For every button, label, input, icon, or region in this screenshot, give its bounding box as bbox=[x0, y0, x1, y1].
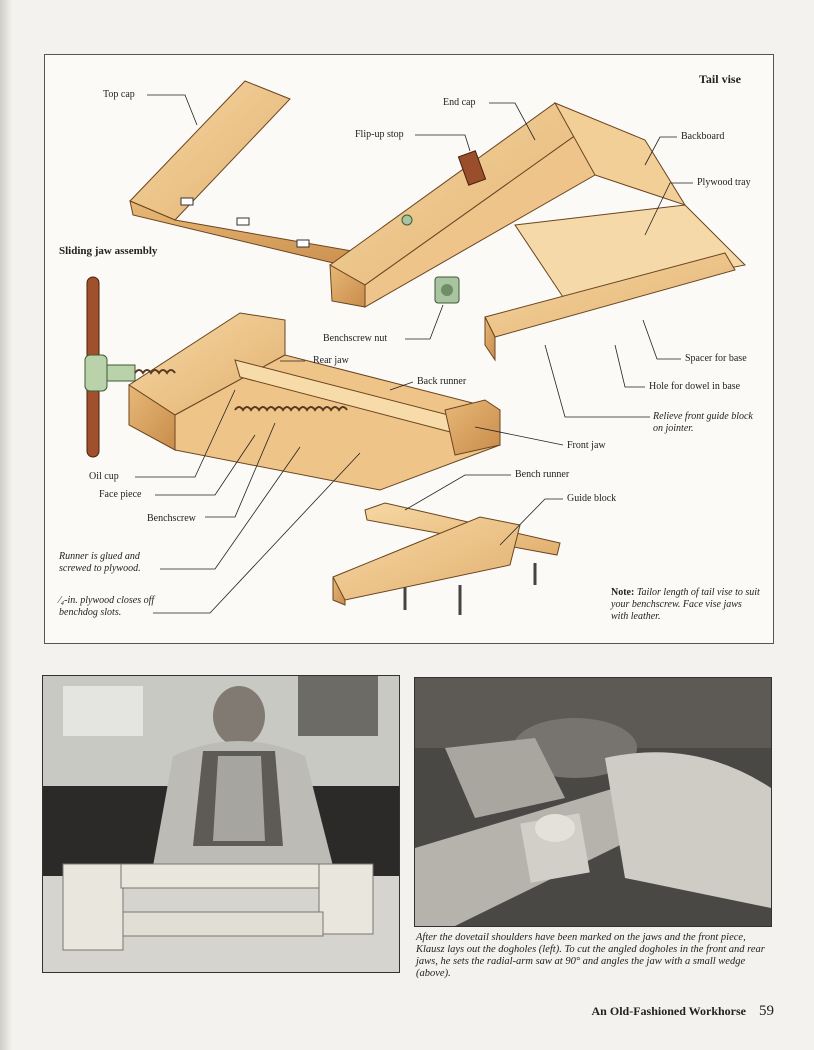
page-edge-shadow bbox=[0, 0, 12, 1050]
label-bench-runner: Bench runner bbox=[515, 469, 570, 480]
figure-title: Tail vise bbox=[699, 72, 741, 86]
footer-title: An Old-Fashioned Workhorse bbox=[591, 1004, 746, 1018]
sliding-jaw-heading: Sliding jaw assembly bbox=[59, 245, 158, 257]
note-text: Tailor length of tail vise to suit your … bbox=[611, 587, 760, 622]
label-face-piece: Face piece bbox=[99, 489, 142, 500]
page-footer: An Old-Fashioned Workhorse 59 bbox=[560, 1003, 774, 1020]
page-number: 59 bbox=[759, 1003, 774, 1019]
photo-laying-out-dogholes bbox=[42, 675, 400, 973]
photo-right-drawing bbox=[415, 678, 771, 926]
label-oil-cup: Oil cup bbox=[89, 471, 119, 482]
tail-vise-illustration: Tail vise Sliding jaw assembly Top cap E… bbox=[44, 54, 774, 644]
label-top-cap: Top cap bbox=[103, 89, 135, 100]
label-hole-for-dowel: Hole for dowel in base bbox=[649, 381, 741, 392]
note-prefix: Note: bbox=[611, 587, 635, 598]
label-end-cap: End cap bbox=[443, 97, 476, 108]
label-relieve-front-guide: Relieve front guide block on jointer. bbox=[653, 411, 753, 434]
label-spacer-for-base: Spacer for base bbox=[685, 353, 747, 364]
figure-note: Note: Tailor length of tail vise to suit… bbox=[611, 587, 761, 623]
photo-caption: After the dovetail shoulders have been m… bbox=[416, 932, 765, 979]
label-benchscrew-nut: Benchscrew nut bbox=[323, 333, 388, 344]
label-front-jaw: Front jaw bbox=[567, 440, 606, 451]
label-plywood-closes: ⁄₄-in. plywood closes off benchdog slots… bbox=[59, 595, 155, 618]
label-guide-block: Guide block bbox=[567, 493, 617, 504]
label-backboard: Backboard bbox=[681, 131, 725, 142]
label-benchscrew: Benchscrew bbox=[147, 513, 196, 524]
label-rear-jaw: Rear jaw bbox=[313, 355, 349, 366]
illustration-drawing bbox=[84, 80, 747, 615]
photo-radial-arm-saw bbox=[414, 677, 772, 927]
photo-left-drawing bbox=[43, 676, 399, 972]
label-runner-glued: Runner is glued and screwed to plywood. bbox=[59, 551, 141, 574]
label-flip-up-stop: Flip-up stop bbox=[355, 129, 404, 140]
label-plywood-tray: Plywood tray bbox=[697, 177, 751, 188]
label-back-runner: Back runner bbox=[417, 376, 467, 387]
